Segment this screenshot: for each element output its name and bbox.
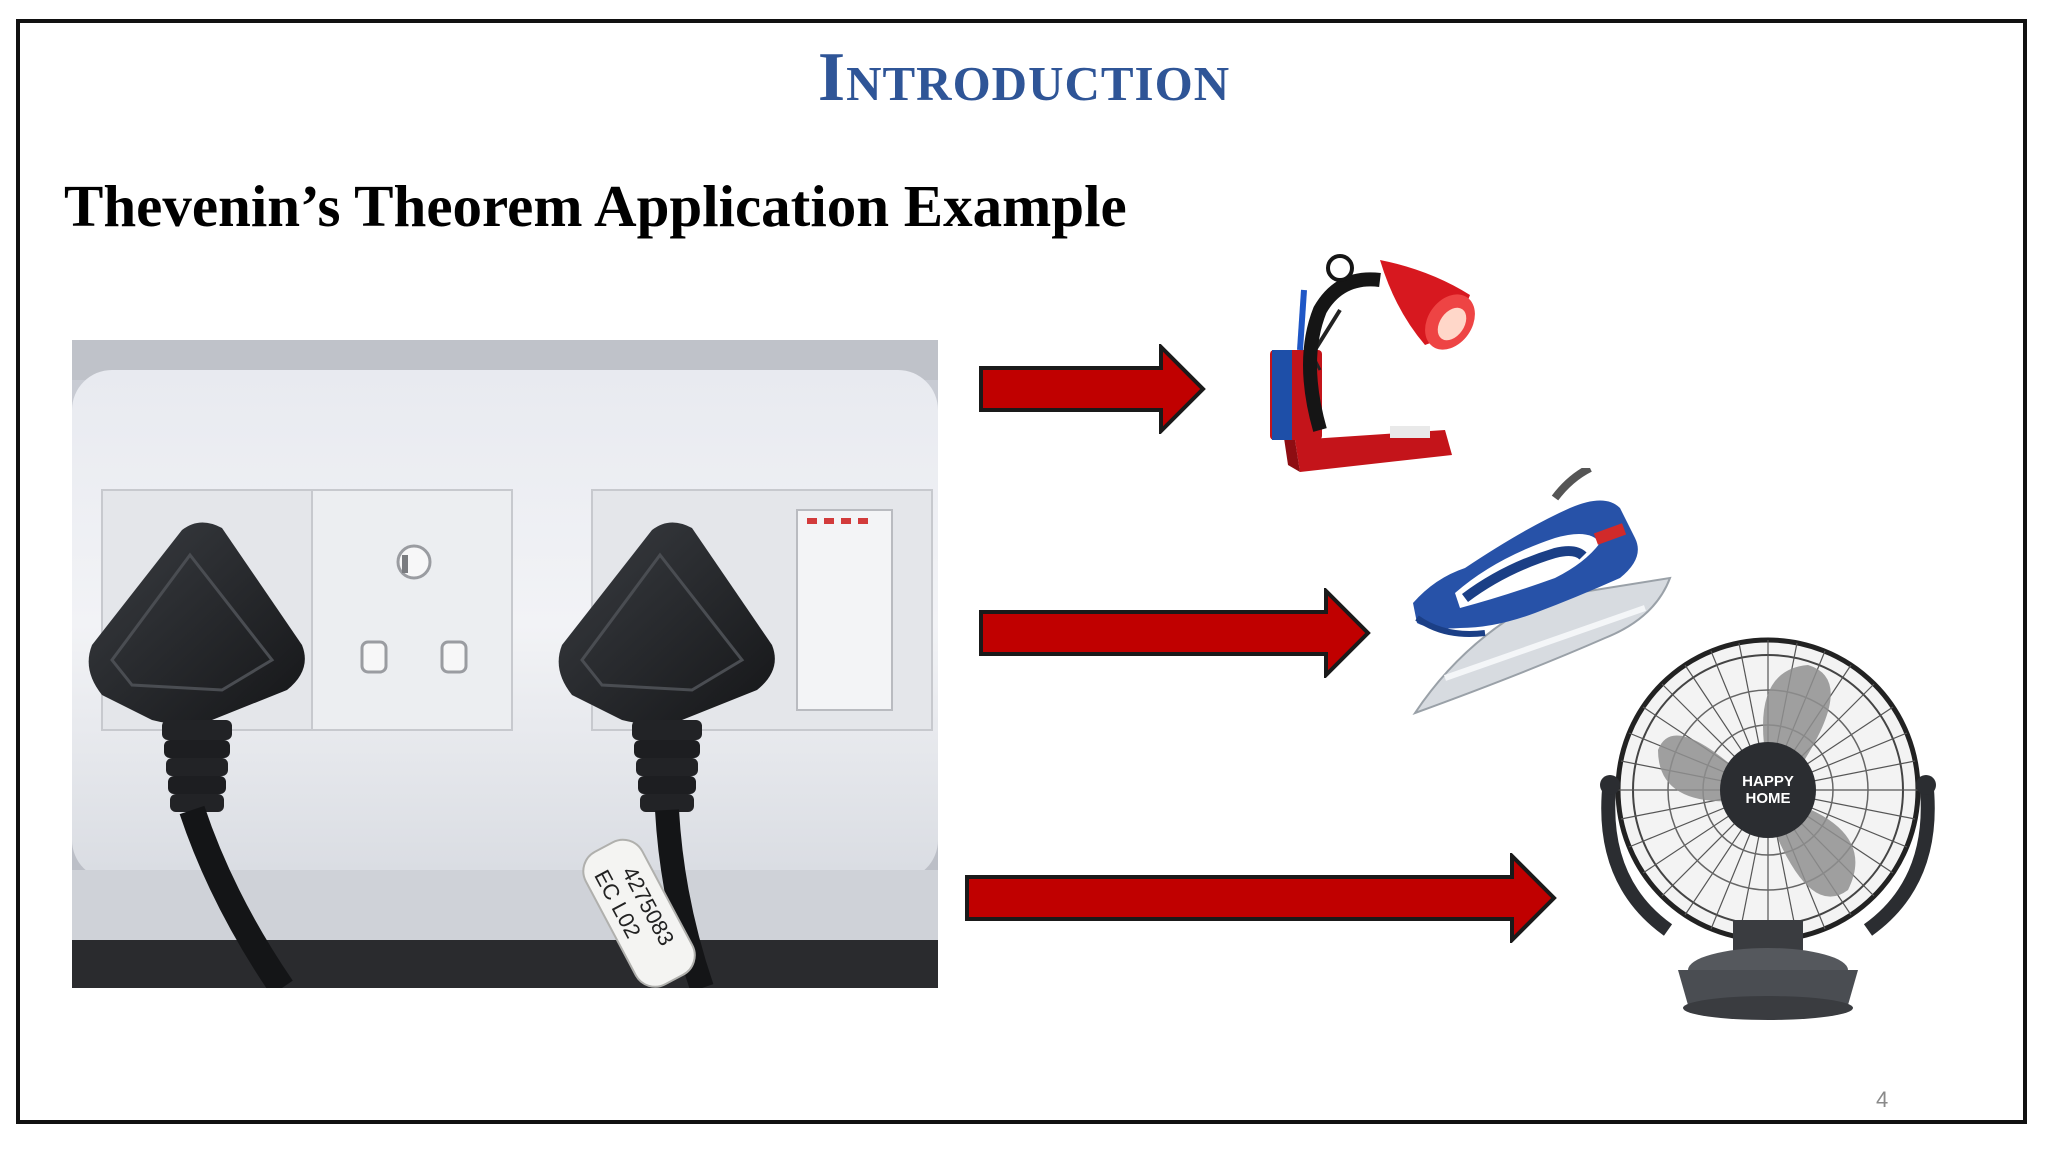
clothes-iron-icon — [1412, 468, 1672, 715]
fan-brand-line-1: HAPPY — [1742, 773, 1794, 790]
desk-lamp-icon — [1270, 254, 1475, 472]
slide-title: Introduction — [817, 39, 1231, 116]
arrow-right-icon — [979, 588, 1371, 678]
arrow-right-icon — [979, 344, 1206, 434]
fan-brand-line-2: HOME — [1746, 790, 1791, 807]
arrow-right-icon — [965, 853, 1557, 943]
wall-socket-photo: 4275083 EC L02 — [72, 340, 938, 988]
page-number: 4 — [1876, 1087, 1889, 1112]
slide-subtitle: Thevenin’s Theorem Application Example — [64, 173, 1127, 239]
table-fan-icon: HAPPY HOME — [1600, 637, 1936, 1020]
